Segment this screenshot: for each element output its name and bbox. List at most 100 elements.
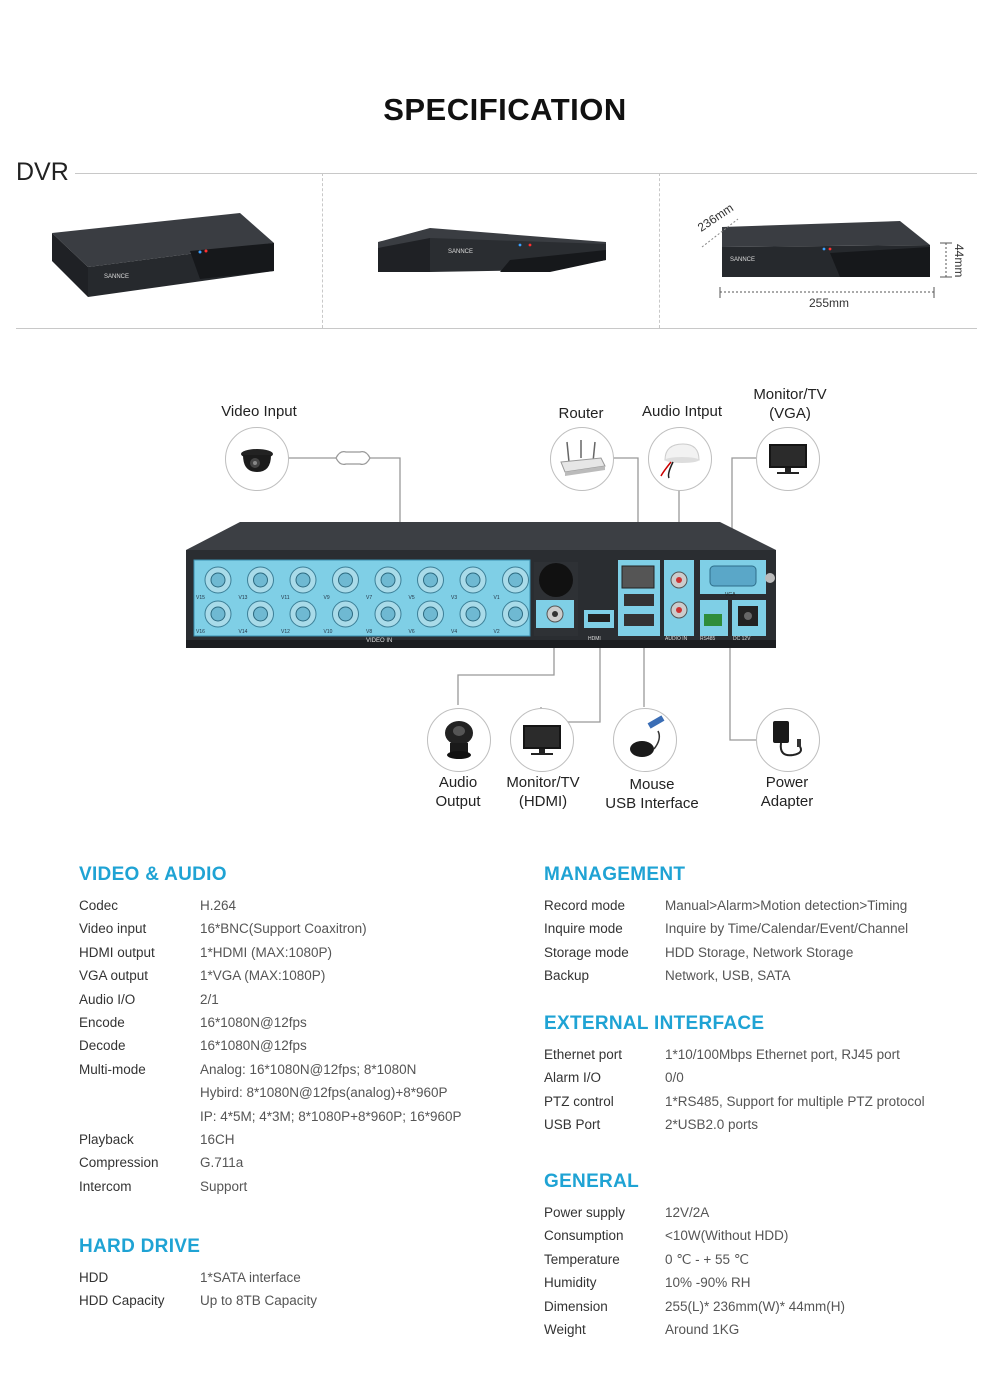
bnc-port-inner [295,572,311,588]
bnc-port-inner [465,572,481,588]
bnc-label: V8 [366,629,372,635]
bnc-port-inner [423,606,438,622]
brand-text: SANNCE [104,274,129,280]
label-router: Router [558,405,604,422]
bnc-port-inner [465,606,481,622]
spec-key: Audio I/O [79,991,136,1007]
spec-key: Ethernet port [544,1047,623,1062]
spec-value: 1*10/100Mbps Ethernet port, RJ45 port [665,1047,900,1062]
label-video-input: Video Input [221,403,297,420]
spec-value: Up to 8TB Capacity [200,1293,318,1309]
divider-top [75,173,977,174]
bnc-label: V1 [494,595,500,601]
dc12v-text: DC 12V [733,636,751,642]
dvr-front-image: SANNCE [378,228,606,272]
spec-value: 1*RS485, Support for multiple PTZ protoc… [665,1093,925,1109]
hdmi-monitor-circle [510,708,574,772]
bnc-label: V11 [281,595,290,601]
spec-key: Record mode [544,898,626,913]
mouse-icon [630,715,665,757]
monitor-icon [523,725,561,755]
dvr-label: DVR [16,158,69,186]
label-monitor-vga-line2: (VGA) [769,405,811,422]
divider-col-1 [322,173,323,328]
mic-circle [648,427,712,491]
bnc-label: V2 [494,629,500,635]
bnc-port-inner [295,606,311,622]
spec-value: 0 ℃ - + 55 ℃ [665,1251,749,1267]
spec-value: 255(L)* 236mm(W)* 44mm(H) [665,1298,846,1314]
bnc-label: V15 [196,595,205,601]
spec-key: USB Port [544,1117,601,1133]
spec-key: VGA output [79,968,149,984]
label-monitor-vga: Monitor/TV (VGA) [740,385,840,423]
bnc-label: V16 [196,629,205,635]
spec-key: Power supply [544,1205,626,1220]
spec-value: 1*SATA interface [200,1270,301,1285]
audio-in-text: AUDIO IN [665,636,688,642]
dimension-height: 44mm [952,244,966,278]
spec-key: Consumption [544,1228,624,1244]
spec-value: Network, USB, SATA [665,968,791,984]
label-power-adapter: Power Adapter [740,773,834,811]
spec-key: HDD Capacity [79,1293,165,1309]
spec-key: Playback [79,1132,134,1147]
vga-monitor-circle [756,427,820,491]
bnc-port-inner [508,606,523,622]
spec-value: 2/1 [200,991,219,1007]
router-circle [550,427,614,491]
spec-value: <10W(Without HDD) [665,1228,789,1244]
bnc-label: V3 [451,595,457,601]
label-audio-input: Audio Intput [641,403,723,420]
spec-key: Storage mode [544,944,629,960]
bnc-port-inner [210,606,226,622]
label-monitor-hdmi-line1: Monitor/TV [506,774,580,791]
rs485-text: RS485 [700,636,716,642]
bnc-port-inner [210,572,226,588]
spec-key: Decode [79,1038,126,1054]
spec-value-continued: IP: 4*5M; 4*3M; 8*1080P+8*960P; 16*960P [200,1108,462,1124]
spec-value-continued: Hybird: 8*1080N@12fps(analog)+8*960P [200,1085,448,1101]
label-audio-output-line1: Audio [438,774,478,791]
spec-value: 0/0 [665,1070,684,1086]
spec-value: 16*1080N@12fps [200,1015,307,1030]
vga-text: VGA [725,592,736,598]
section-title-general: GENERAL [544,1171,639,1192]
spec-key: Backup [544,968,590,984]
spec-value: Around 1KG [665,1322,740,1337]
spec-value: Analog: 16*1080N@12fps; 8*1080N [200,1061,417,1077]
spec-value: 16*1080N@12fps [200,1038,307,1054]
label-monitor-vga-line1: Monitor/TV [753,386,827,403]
monitor-icon [769,444,807,474]
divider-bottom [16,328,977,329]
spec-key: Alarm I/O [544,1070,602,1086]
label-monitor-hdmi: Monitor/TV (HDMI) [492,773,594,811]
divider-col-2 [659,173,660,328]
dvr-dimension-image: SANNCE [701,218,952,298]
bnc-label: V6 [409,629,415,635]
spec-key: Compression [79,1155,159,1171]
section-title-video-audio: VIDEO & AUDIO [79,864,227,885]
spec-value: 1*HDMI (MAX:1080P) [200,944,333,960]
brand-text: SANNCE [730,257,755,263]
power-adapter-icon [773,721,802,757]
label-mouse-line1: Mouse [629,776,675,793]
spec-value: Manual>Alarm>Motion detection>Timing [665,898,908,913]
spec-key: Inquire mode [544,921,623,937]
bnc-port-inner [338,572,353,588]
speaker-circle [427,708,491,772]
spec-value: Inquire by Time/Calendar/Event/Channel [665,921,909,937]
spec-key: Intercom [79,1178,132,1194]
router-icon [560,440,606,476]
spec-value: 16*BNC(Support Coaxitron) [200,921,367,937]
spec-value: 10% -90% RH [665,1275,751,1291]
spec-key: Encode [79,1015,125,1030]
bnc-label: V7 [366,595,372,601]
brand-text: SANNCE [448,249,473,255]
microphone-icon [660,443,700,479]
dome-camera-icon [241,449,273,472]
video-in-text: VIDEO IN [366,638,392,644]
spec-key: Weight [544,1322,586,1337]
spec-key: Dimension [544,1298,608,1314]
